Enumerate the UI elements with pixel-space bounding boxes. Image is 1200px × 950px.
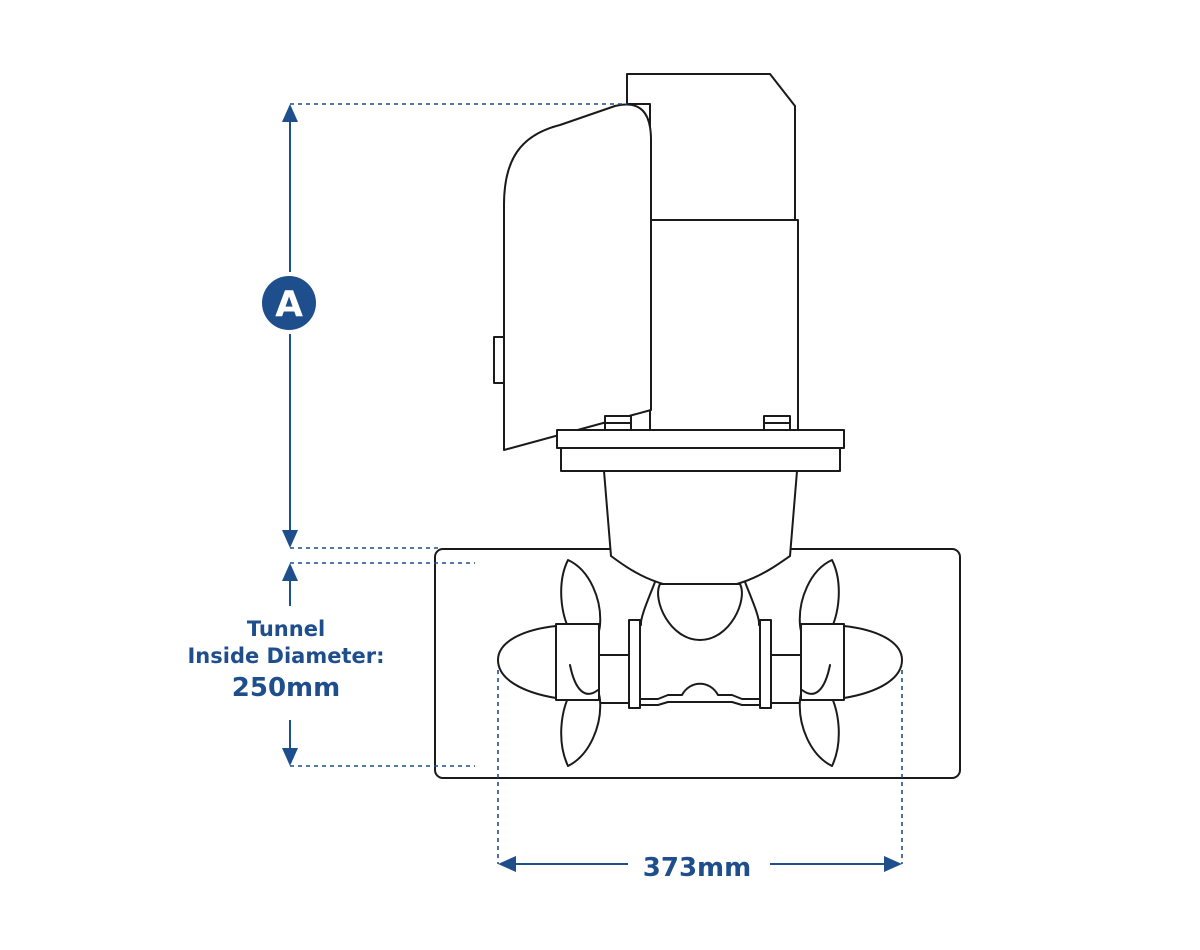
left-blade-detail <box>569 664 599 695</box>
tunnel-label-value: 250mm <box>232 673 340 703</box>
motor-lower-block <box>649 219 799 431</box>
propeller-shaft <box>639 682 761 706</box>
right-propeller-ring <box>800 623 845 701</box>
dimension-badge-letter: A <box>275 284 303 325</box>
dim-tunnel-arrow-up <box>282 563 298 581</box>
dimension-badge-a <box>262 276 316 330</box>
shaft-collar-right <box>759 619 772 709</box>
shaft-sleeve-right <box>770 654 802 704</box>
lower-unit-hull <box>639 581 656 626</box>
shaft-collar-left <box>628 619 641 709</box>
cover-tab <box>493 336 505 384</box>
shaft-sleeve-left <box>598 654 630 704</box>
motor-cover <box>503 103 652 451</box>
dim-width-arrow-right <box>884 856 902 872</box>
right-propeller-hub <box>843 625 903 699</box>
dim-width-arrow-left <box>498 856 516 872</box>
mount-flange-bottom <box>560 447 841 472</box>
left-propeller-ring <box>555 623 600 701</box>
dim-a-arrow-up <box>282 104 298 122</box>
width-label: 373mm <box>643 853 751 883</box>
tunnel-label-line1: Tunnel <box>247 617 325 641</box>
mount-flange-top <box>556 429 845 449</box>
motor-top-block <box>626 73 796 221</box>
left-propeller-hub <box>497 625 557 699</box>
dim-a-arrow-down <box>282 530 298 548</box>
lower-unit-hull-right <box>744 581 761 626</box>
right-blade-detail <box>801 664 831 695</box>
dim-tunnel-arrow-down <box>282 748 298 766</box>
tunnel-label-line2: Inside Diameter: <box>187 644 384 668</box>
lower-unit-body <box>657 583 743 641</box>
